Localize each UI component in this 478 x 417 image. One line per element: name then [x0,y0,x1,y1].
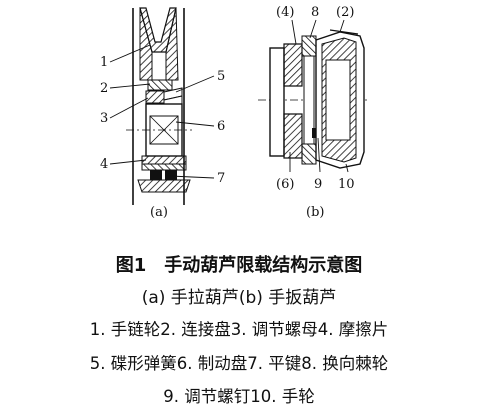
legend-item: 7. 平键 [247,354,302,373]
label-a-6: 6 [217,119,225,134]
legend-item: 4. 摩擦片 [317,320,389,339]
panel-b-drawing [258,19,368,173]
label-a-1: 1 [100,55,108,70]
legend-item: 1. 手链轮 [89,320,161,339]
panel-a-label: (a) [150,205,168,220]
legend-item: 3. 调节螺母 [230,320,318,339]
label-b-8: 8 [311,5,319,20]
mechanism-diagram: 1 2 3 4 5 6 7 (a) (4) 8 (2) (6) 9 10 [100,5,368,220]
panel-b-label: (b) [306,205,324,220]
figure-title: 图1 手动葫芦限载结构示意图 [0,251,478,277]
legend-item: 9. 调节螺钉 [163,387,251,406]
legend-item: 5. 碟形弹簧 [89,354,177,373]
label-a-5: 5 [217,69,225,84]
legend-item: 6. 制动盘 [176,354,248,373]
label-a-4: 4 [100,157,108,172]
legend-item: 10. 手轮 [250,387,315,406]
label-b-9: 9 [314,177,322,192]
figure-title-text: 图1 手动葫芦限载结构示意图 [115,255,363,276]
legend-row-1: 1. 手链轮2. 连接盘3. 调节螺母4. 摩擦片 [0,316,478,340]
label-a-2: 2 [100,81,108,96]
subcaption-b: (b) 手扳葫芦 [238,288,337,308]
legend-item: 8. 换向棘轮 [301,354,389,373]
subcaption-a: (a) 手拉葫芦 [141,288,239,308]
label-b-10: 10 [338,177,355,192]
legend-row-3: 9. 调节螺钉10. 手轮 [0,383,478,407]
label-a-3: 3 [100,111,108,126]
label-a-7: 7 [217,171,225,186]
label-b-6: (6) [276,177,294,192]
label-b-2: (2) [336,5,354,20]
figure-subcaption: (a) 手拉葫芦(b) 手扳葫芦 [0,283,478,308]
legend-item: 2. 连接盘 [160,320,231,339]
label-b-4: (4) [276,5,294,20]
panel-a-drawing [109,7,215,205]
legend-row-2: 5. 碟形弹簧6. 制动盘7. 平键8. 换向棘轮 [0,350,478,374]
